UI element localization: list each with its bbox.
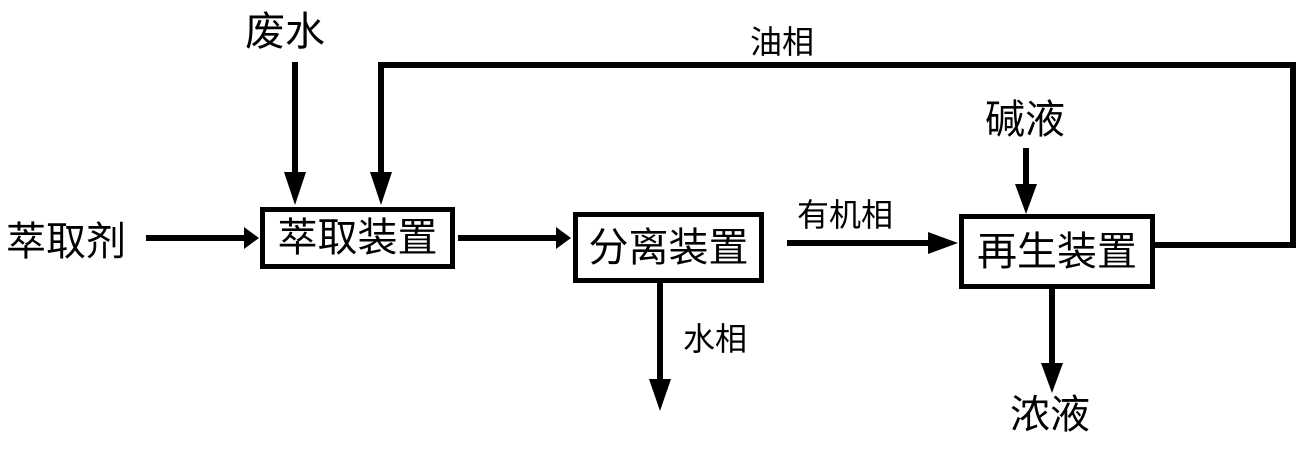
extractant-label: 萃取剂 <box>6 219 126 265</box>
organic-phase-shaft <box>787 240 930 246</box>
extract-to-separate-shaft <box>458 235 558 241</box>
alkali-label: 碱液 <box>985 97 1065 143</box>
extractant-arrowhead <box>244 227 259 249</box>
concentrate-shaft <box>1049 288 1055 365</box>
extract-to-separate-arrowhead <box>556 227 571 249</box>
alkali-arrowhead <box>1015 184 1037 214</box>
oil-loop-right <box>1290 62 1296 248</box>
extraction-unit-label: 萃取装置 <box>277 215 438 261</box>
oil-loop-bottom <box>1155 242 1296 248</box>
water-phase-label: 水相 <box>683 320 748 358</box>
oil-loop-top <box>378 62 1296 68</box>
oil-loop-left <box>378 62 384 174</box>
wastewater-arrow-shaft <box>292 62 298 174</box>
wastewater-arrowhead <box>284 172 306 205</box>
extractant-arrow-shaft <box>146 235 246 241</box>
concentrate-label: 浓液 <box>1010 392 1090 438</box>
oil-phase-label: 油相 <box>750 23 815 61</box>
water-phase-arrowhead <box>649 379 671 411</box>
water-phase-shaft <box>657 282 663 381</box>
organic-phase-label: 有机相 <box>797 196 894 234</box>
oil-loop-arrowhead <box>370 172 392 205</box>
regeneration-unit-box: 再生装置 <box>959 214 1155 289</box>
separation-unit-box: 分离装置 <box>573 212 764 283</box>
regeneration-unit-label: 再生装置 <box>977 228 1137 275</box>
alkali-shaft <box>1023 148 1029 186</box>
extraction-unit-box: 萃取装置 <box>260 207 455 269</box>
concentrate-arrowhead <box>1041 363 1063 393</box>
wastewater-label: 废水 <box>245 9 325 55</box>
organic-phase-arrowhead <box>928 232 958 254</box>
separation-unit-label: 分离装置 <box>588 224 749 271</box>
